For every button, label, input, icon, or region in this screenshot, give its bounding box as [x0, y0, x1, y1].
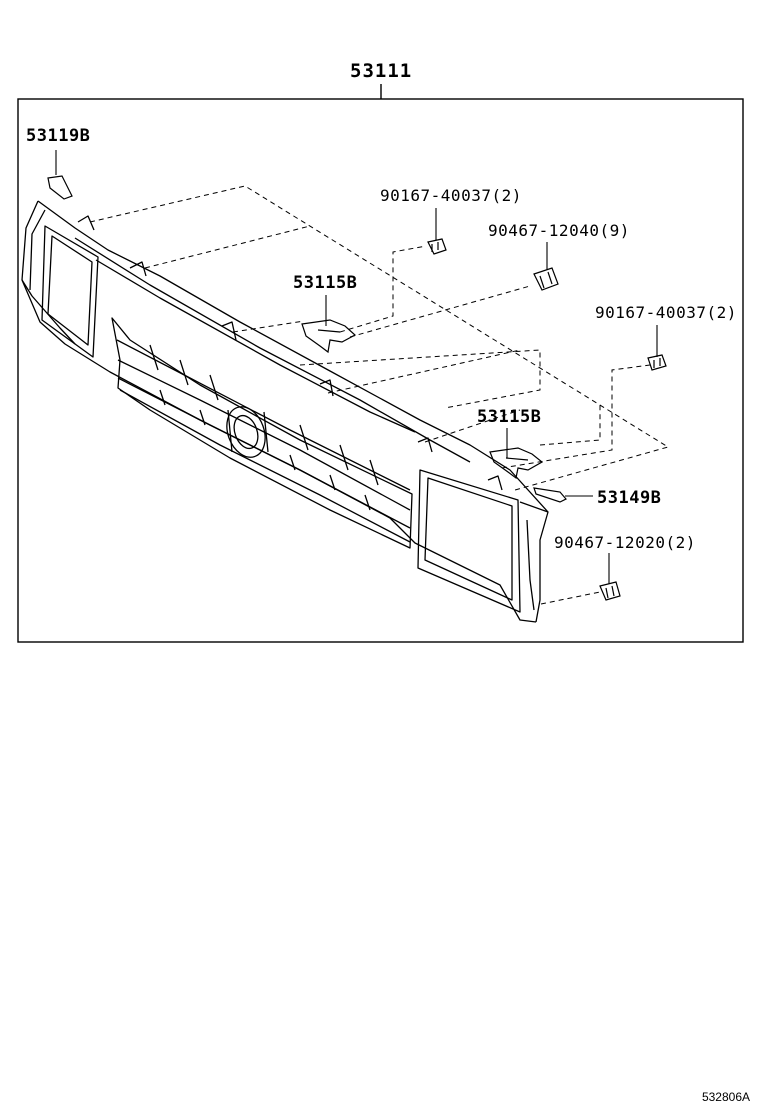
diagram-code: 532806A	[701, 1090, 750, 1104]
clip-90467-12040	[533, 267, 559, 291]
bracket-53115B-left	[301, 319, 357, 354]
label-90167-40037-top: 90167-40037(2)	[380, 186, 522, 205]
label-53119B: 53119B	[26, 126, 91, 146]
clip-90167-40037-right	[647, 354, 667, 371]
label-90467-12020: 90467-12020(2)	[554, 533, 696, 552]
part-53119B	[47, 175, 73, 200]
assembly-frame	[17, 84, 744, 643]
clip-90167-40037-top	[427, 238, 447, 255]
radiator-grille	[21, 200, 549, 623]
solid-leaders	[55, 150, 658, 584]
label-90167-40037-right: 90167-40037(2)	[595, 303, 737, 322]
label-assembly-53111: 53111	[350, 60, 413, 82]
label-53149B: 53149B	[597, 488, 662, 508]
clip-90467-12020	[599, 581, 621, 601]
label-53115B-left: 53115B	[293, 273, 358, 293]
label-90467-12040: 90467-12040(9)	[488, 221, 630, 240]
label-53115B-right: 53115B	[477, 407, 542, 427]
dashed-leaders	[89, 185, 670, 605]
part-53149B	[533, 487, 567, 503]
bracket-53115B-right	[489, 447, 544, 480]
